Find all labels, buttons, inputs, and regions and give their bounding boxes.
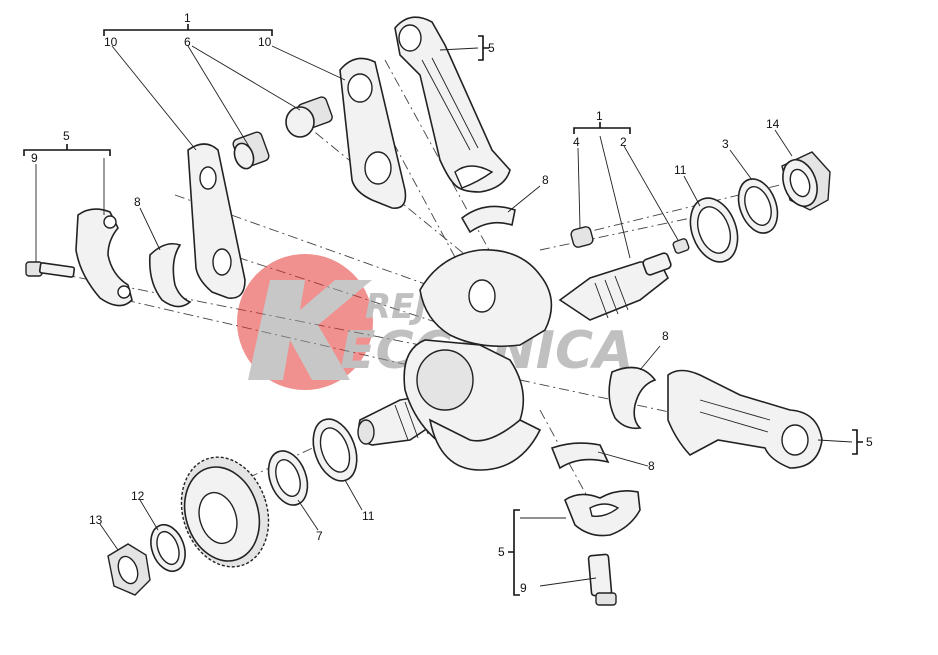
callout-5-left: 5 <box>63 129 70 143</box>
bracket-group-1-top <box>103 24 273 36</box>
watermark-k-glyph <box>248 280 372 380</box>
washer-12 <box>150 523 186 573</box>
dowel-pin-4 <box>570 226 594 248</box>
callout-8-low: 8 <box>648 459 655 473</box>
callout-8-mid: 8 <box>662 329 669 343</box>
callout-6: 6 <box>184 35 191 49</box>
bracket-group-5-left <box>23 144 111 156</box>
primary-gear <box>180 456 270 568</box>
leader-lines <box>35 45 853 587</box>
cover-plate-right <box>339 57 407 209</box>
nut-right-14 <box>781 151 831 211</box>
callout-5-bottom: 5 <box>498 545 505 559</box>
callout-10-left: 10 <box>104 35 118 49</box>
callout-3: 3 <box>722 137 729 151</box>
connecting-rod-upper <box>394 16 511 193</box>
callout-labels: 1 10 6 10 5 5 9 8 8 1 4 2 11 3 14 8 5 8 … <box>31 11 873 595</box>
bearing-shell-mid <box>608 366 657 430</box>
callout-1-top: 1 <box>184 11 191 25</box>
washer-low-11 <box>312 418 358 482</box>
washer-right-11 <box>689 197 739 263</box>
callout-8-top: 8 <box>542 173 549 187</box>
bearing-shell-low <box>550 442 610 470</box>
washer-right-3 <box>737 178 779 234</box>
nut-13 <box>107 543 151 596</box>
callout-9-left: 9 <box>31 151 38 165</box>
callout-11-right: 11 <box>674 163 687 177</box>
rod-cap-bottom <box>564 490 641 537</box>
bracket-rod-top <box>478 35 489 61</box>
bracket-rod-right <box>852 429 863 455</box>
callout-9-bottom: 9 <box>520 581 527 595</box>
bracket-group-5-bottom <box>508 509 520 596</box>
small-pin-2 <box>672 238 690 254</box>
washer-7 <box>267 450 309 506</box>
crankshaft <box>357 249 672 471</box>
bearing-shell-top <box>460 205 516 234</box>
callout-4: 4 <box>573 135 580 149</box>
bolt-left <box>25 261 76 278</box>
callout-8-left: 8 <box>134 195 141 209</box>
callout-10-right: 10 <box>258 35 272 49</box>
rod-cap-left <box>75 208 133 307</box>
bolt-bottom <box>587 553 617 606</box>
callout-11-low: 11 <box>362 509 375 523</box>
callout-13: 13 <box>89 513 103 527</box>
connecting-rod-lower <box>667 369 823 469</box>
bearing-shell-left <box>148 242 192 308</box>
callout-12: 12 <box>131 489 145 503</box>
callout-14: 14 <box>766 117 780 131</box>
cover-plate-left <box>187 143 246 299</box>
bracket-group-1-right <box>573 122 631 134</box>
callout-1-right: 1 <box>596 109 603 123</box>
callout-2: 2 <box>620 135 627 149</box>
callout-7: 7 <box>316 529 323 543</box>
plug-right <box>285 96 333 138</box>
plug-left <box>232 131 270 170</box>
callout-5-rod-right: 5 <box>866 435 873 449</box>
callout-5-rod-top: 5 <box>488 41 495 55</box>
